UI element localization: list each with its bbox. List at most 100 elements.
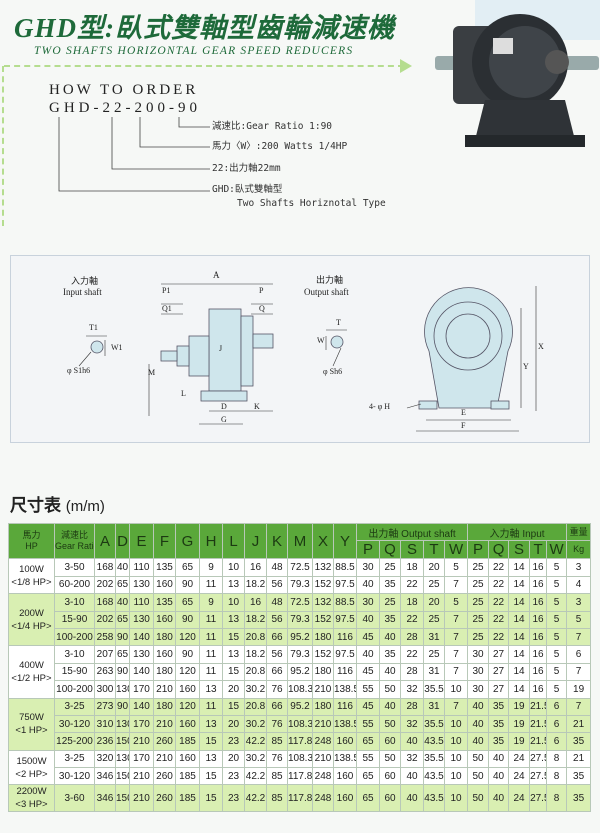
value-cell: 7 — [443, 697, 469, 716]
value-cell: 40 — [379, 627, 401, 647]
value-cell: 48 — [266, 593, 288, 612]
value-cell: 20 — [423, 593, 445, 612]
value-cell: 21 — [566, 714, 592, 734]
value-cell: 56 — [266, 645, 288, 664]
value-cell: 56 — [266, 575, 288, 595]
gear-ratio-cell: 3-25 — [54, 749, 95, 769]
value-cell: 11 — [199, 627, 223, 647]
value-cell: 28 — [400, 627, 424, 647]
dimension-diagram: 入力軸 Input shaft 出力軸 Output shaft A P1 Q1… — [10, 255, 590, 443]
value-cell: 170 — [129, 680, 154, 699]
header-hp-line2: HP — [25, 541, 38, 552]
value-cell: 140 — [129, 697, 154, 716]
value-cell: 258 — [94, 627, 116, 647]
hp-cell-line2: <1/2 HP> — [11, 672, 52, 684]
value-cell: 6 — [546, 697, 568, 716]
value-cell: 160 — [333, 767, 357, 786]
order-note-type: GHD:臥式雙軸型 — [212, 184, 283, 195]
value-cell: 14 — [508, 593, 531, 612]
value-cell: 45 — [356, 627, 380, 647]
value-cell: 40 — [488, 784, 510, 813]
header-ratio-line2: Gear Ratio — [55, 541, 95, 552]
value-cell: 90 — [115, 627, 130, 647]
value-cell: 32 — [400, 680, 424, 699]
value-cell: 65 — [175, 593, 200, 612]
table-row: 30-120310130170210160132030.276108.32101… — [9, 714, 592, 734]
value-cell: 40 — [488, 749, 510, 769]
value-cell: 150 — [115, 767, 130, 786]
value-cell: 20.8 — [244, 697, 267, 716]
header-output-T: T — [423, 540, 445, 560]
value-cell: 20.8 — [244, 662, 267, 682]
dim-P: P — [259, 286, 264, 295]
value-cell: 25 — [423, 575, 445, 595]
hp-cell-line2: <1/4 HP> — [11, 620, 52, 632]
value-cell: 35 — [488, 714, 510, 734]
value-cell: 40 — [356, 610, 380, 629]
value-cell: 210 — [129, 732, 154, 751]
value-cell: 85 — [266, 784, 288, 813]
gear-ratio-cell: 3-60 — [54, 784, 95, 813]
header-input-Q: Q — [488, 540, 510, 560]
value-cell: 11 — [199, 662, 223, 682]
value-cell: 85 — [266, 767, 288, 786]
value-cell: 35.5 — [423, 680, 445, 699]
value-cell: 130 — [129, 575, 154, 595]
value-cell: 14 — [508, 627, 531, 647]
value-cell: 22 — [488, 575, 510, 595]
hp-cell: 100W<1/8 HP> — [8, 558, 55, 595]
dim-J: J — [219, 344, 223, 353]
value-cell: 130 — [129, 610, 154, 629]
value-cell: 185 — [175, 732, 200, 751]
order-note-power: 馬力〈W〉:200 Watts 1/4HP — [212, 141, 348, 152]
value-cell: 300 — [94, 680, 116, 699]
value-cell: 35.5 — [423, 714, 445, 734]
value-cell: 11 — [199, 610, 223, 629]
value-cell: 132 — [312, 558, 334, 577]
arrow-icon — [400, 59, 412, 73]
value-cell: 50 — [467, 784, 490, 813]
value-cell: 5 — [546, 593, 568, 612]
value-cell: 15 — [199, 767, 223, 786]
value-cell: 7 — [443, 610, 469, 629]
order-note-ratio: 減速比:Gear Ratio 1:90 — [212, 121, 333, 132]
value-cell: 65 — [356, 784, 380, 813]
value-cell: 22 — [400, 575, 424, 595]
value-cell: 150 — [115, 732, 130, 751]
value-cell: 22 — [488, 627, 510, 647]
value-cell: 40 — [400, 767, 424, 786]
page-subtitle: TWO SHAFTS HORIZONTAL GEAR SPEED REDUCER… — [34, 45, 354, 57]
value-cell: 40 — [467, 714, 490, 734]
dim-T: T — [336, 318, 341, 327]
value-cell: 130 — [115, 749, 130, 769]
value-cell: 210 — [312, 749, 334, 769]
dim-W: W — [317, 336, 325, 345]
value-cell: 7 — [566, 662, 592, 682]
value-cell: 160 — [153, 575, 176, 595]
value-cell: 117.8 — [287, 767, 313, 786]
value-cell: 140 — [129, 662, 154, 682]
value-cell: 320 — [94, 749, 116, 769]
value-cell: 21.5 — [529, 732, 548, 751]
value-cell: 152 — [312, 575, 334, 595]
value-cell: 60 — [379, 732, 401, 751]
hp-cell-line1: 2200W — [16, 786, 47, 798]
value-cell: 79.3 — [287, 575, 313, 595]
value-cell: 263 — [94, 662, 116, 682]
value-cell: 14 — [508, 680, 531, 699]
value-cell: 56 — [266, 610, 288, 629]
value-cell: 130 — [115, 714, 130, 734]
header-M: M — [287, 522, 313, 560]
value-cell: 10 — [443, 749, 469, 769]
value-cell: 30 — [356, 558, 380, 577]
value-cell: 21.5 — [529, 697, 548, 716]
value-cell: 27.5 — [529, 784, 548, 813]
value-cell: 108.3 — [287, 714, 313, 734]
value-cell: 207 — [94, 645, 116, 664]
value-cell: 35 — [488, 697, 510, 716]
